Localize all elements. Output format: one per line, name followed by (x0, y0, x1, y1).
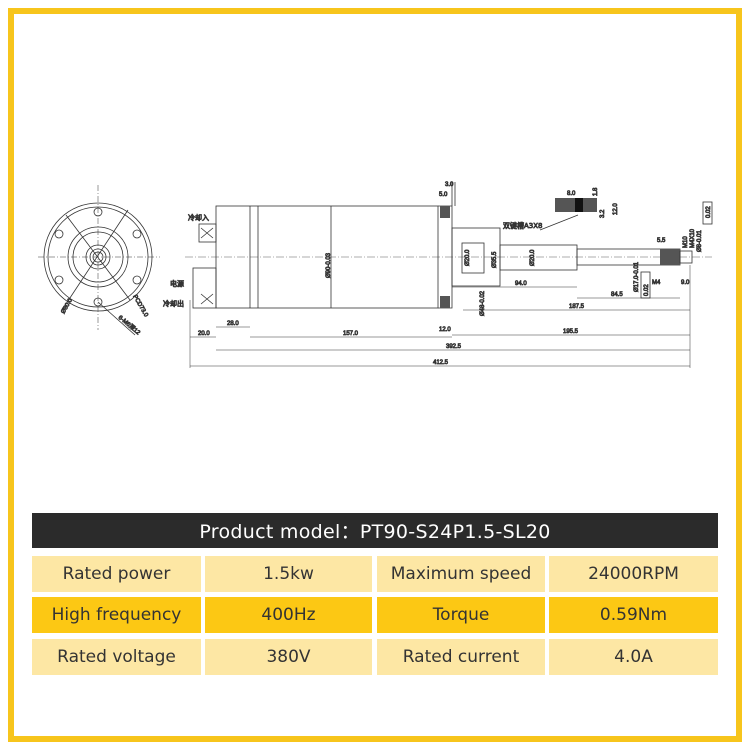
cooling-in-label: 冷却入 (188, 213, 209, 222)
spec-label-voltage: Rated voltage (32, 639, 201, 675)
spec-label-frequency: High frequency (32, 597, 201, 633)
spec-label-rated-power: Rated power (32, 556, 201, 592)
dim-157: 157.0 (343, 331, 359, 337)
spec-value-frequency: 400Hz (205, 597, 372, 633)
holes-label: 6-M6深12 (117, 313, 143, 336)
dim-0-02b: 0.02 (706, 206, 712, 218)
keyway-label: 双键槽A3X8 (503, 221, 543, 230)
dim-8: 8.0 (567, 191, 576, 197)
body-dia: Ø90-0.03 (326, 252, 332, 278)
spec-value-rated-power: 1.5kw (205, 556, 372, 592)
power-label: 电源 (170, 279, 184, 288)
dim-3-2: 3.2 (600, 209, 606, 218)
dim-187-5: 187.5 (569, 304, 585, 310)
end-view: Ø80.0 PCD73.0 6-M6深12 (38, 185, 160, 337)
dim-9: 9.0 (681, 280, 690, 286)
cooling-out-label: 冷却出 (163, 299, 184, 308)
dim-12b: 12.0 (439, 327, 451, 333)
spec-value-max-speed: 24000RPM (549, 556, 718, 592)
dim-28: 28.0 (227, 321, 239, 327)
spec-label-current: Rated current (377, 639, 545, 675)
dim-1-8: 1.8 (593, 187, 599, 196)
dim-20: 20.0 (198, 331, 210, 337)
technical-drawing: Ø80.0 PCD73.0 6-M6深12 冷却入 电源 冷却出 双键槽A3X8… (38, 182, 713, 368)
dim-3: 3.0 (445, 182, 454, 188)
dim-dia-8: Ø8-0.01 (697, 230, 703, 252)
dim-dia-35-5: Ø35.5 (492, 251, 498, 268)
dim-dia-20: Ø20.0 (465, 249, 471, 266)
dim-m10: M10 (683, 236, 689, 248)
dim-dia-20b: Ø20.0 (530, 249, 536, 266)
side-view: 冷却入 电源 冷却出 双键槽A3X8 8.0 1.8 12.0 3.2 3.0 … (163, 182, 713, 368)
product-model-header: Product model：PT90-S24P1.5-SL20 (32, 513, 718, 548)
dim-dia-48: Ø48-0.02 (480, 290, 486, 316)
spec-label-torque: Torque (377, 597, 545, 633)
end-dia-label: Ø80.0 (61, 297, 75, 315)
dim-94: 94.0 (515, 281, 527, 287)
pcd-label: PCD73.0 (131, 294, 149, 319)
dim-m4x10: M4X10 (690, 228, 696, 248)
dim-0-02a: 0.02 (644, 284, 650, 296)
dim-12: 12.0 (613, 203, 619, 215)
dim-dia-17: Ø17.0-0.01 (634, 261, 640, 292)
spec-value-current: 4.0A (549, 639, 718, 675)
dim-84-5: 84.5 (611, 292, 623, 298)
dim-392-5: 392.5 (446, 344, 462, 350)
spec-value-voltage: 380V (205, 639, 372, 675)
dim-195-5: 195.5 (563, 329, 579, 335)
dim-m4: M4 (652, 280, 661, 286)
dim-5: 5.0 (439, 192, 448, 198)
spec-value-torque: 0.59Nm (549, 597, 718, 633)
dim-5-5: 5.5 (657, 238, 666, 244)
dim-412-5: 412.5 (433, 360, 449, 366)
spec-label-max-speed: Maximum speed (377, 556, 545, 592)
